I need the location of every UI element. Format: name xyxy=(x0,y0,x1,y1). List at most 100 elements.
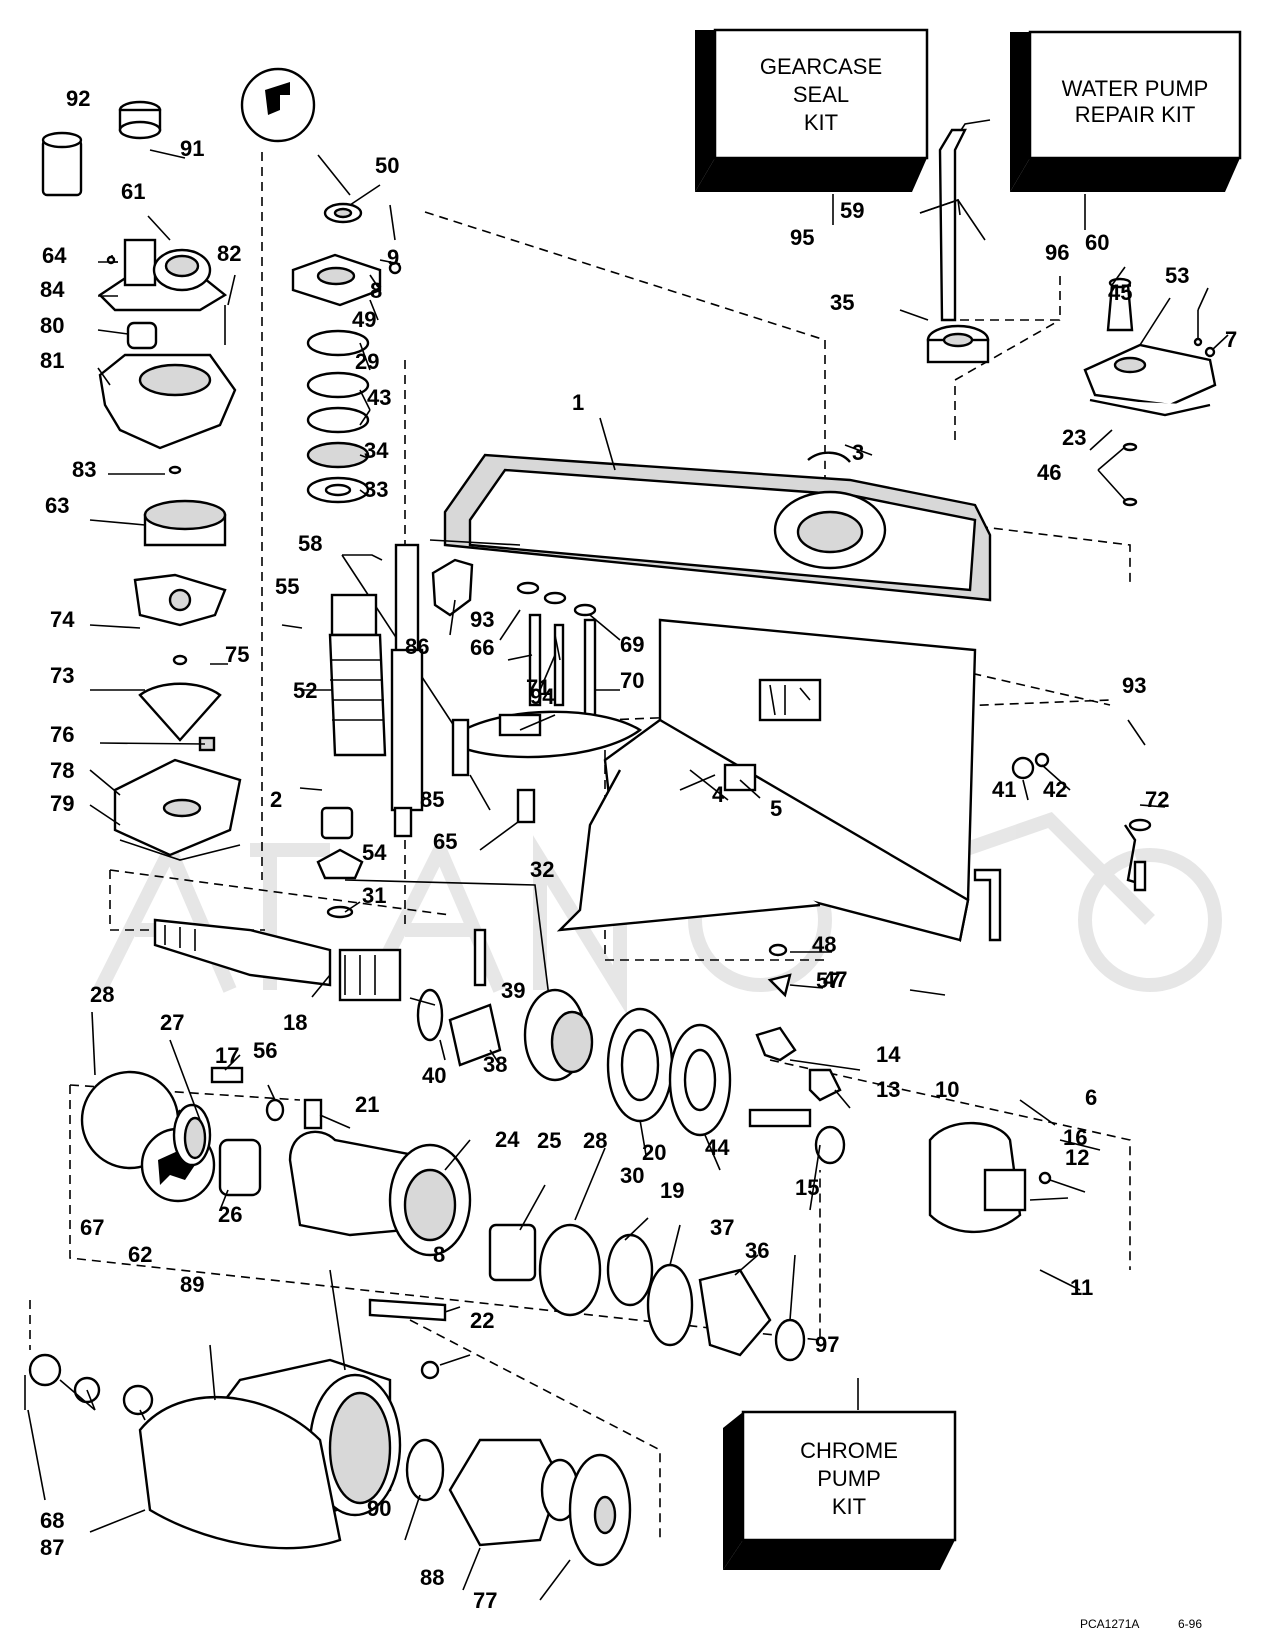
callout-70: 70 xyxy=(620,668,644,693)
callout-59: 59 xyxy=(840,198,864,223)
callout-61: 61 xyxy=(121,179,145,204)
water-pump-kit-label-2: REPAIR KIT xyxy=(1075,102,1196,127)
callout-93: 93 xyxy=(470,607,494,632)
lower-bearing-components xyxy=(24,1066,806,1416)
callout-39: 39 xyxy=(501,978,525,1003)
callout-41: 41 xyxy=(992,777,1016,802)
callout-35: 35 xyxy=(830,290,854,315)
callout-55: 55 xyxy=(275,574,299,599)
callout-28: 28 xyxy=(583,1128,607,1153)
callout-95: 95 xyxy=(790,225,814,250)
callout-17: 17 xyxy=(215,1043,239,1068)
callout-73: 73 xyxy=(50,663,74,688)
chrome-pump-kit-label-2: PUMP xyxy=(817,1466,881,1491)
callout-72: 72 xyxy=(1145,787,1169,812)
callout-18: 18 xyxy=(283,1010,307,1035)
callout-28: 28 xyxy=(90,982,114,1007)
callout-92: 92 xyxy=(66,86,90,111)
upper-right-components xyxy=(807,119,1217,507)
callout-7: 7 xyxy=(1225,327,1237,352)
gearcase-housing xyxy=(429,453,992,943)
callout-11: 11 xyxy=(1070,1275,1093,1300)
callout-31: 31 xyxy=(362,883,386,908)
callout-33: 33 xyxy=(364,477,388,502)
callout-58: 58 xyxy=(298,531,322,556)
callout-43: 43 xyxy=(367,385,391,410)
callout-56: 56 xyxy=(253,1038,277,1063)
callout-97: 97 xyxy=(815,1332,839,1357)
callout-14: 14 xyxy=(876,1042,901,1067)
callout-46: 46 xyxy=(1037,460,1061,485)
callout-44: 44 xyxy=(705,1135,730,1160)
callout-36: 36 xyxy=(745,1238,769,1263)
callout-74: 74 xyxy=(50,607,75,632)
callout-49: 49 xyxy=(352,307,376,332)
callout-94: 94 xyxy=(530,684,555,709)
chrome-pump-kit-box: CHROME PUMP KIT xyxy=(723,1378,957,1570)
callout-48: 48 xyxy=(812,932,836,957)
callout-68: 68 xyxy=(40,1508,64,1533)
callout-67: 67 xyxy=(80,1215,104,1240)
callout-93: 93 xyxy=(1122,673,1146,698)
callout-87: 87 xyxy=(40,1535,64,1560)
gearcase-seal-kit-box: GEARCASE SEAL KIT xyxy=(695,28,929,225)
callout-89: 89 xyxy=(180,1272,204,1297)
callout-66: 66 xyxy=(470,635,494,660)
gearcase-seal-kit-label-2: SEAL xyxy=(793,82,849,107)
callout-85: 85 xyxy=(420,787,444,812)
callout-90: 90 xyxy=(367,1496,391,1521)
callout-50: 50 xyxy=(375,153,399,178)
callout-62: 62 xyxy=(128,1242,152,1267)
callout-9: 9 xyxy=(387,245,399,270)
callout-numbers: 1234567889101112131415161718192021222324… xyxy=(40,86,1237,1613)
callout-86: 86 xyxy=(405,634,429,659)
callout-64: 64 xyxy=(42,243,67,268)
callout-81: 81 xyxy=(40,348,64,373)
callout-1: 1 xyxy=(572,390,584,415)
callout-10: 10 xyxy=(935,1077,959,1102)
callout-25: 25 xyxy=(537,1128,561,1153)
callout-26: 26 xyxy=(218,1202,242,1227)
callout-52: 52 xyxy=(293,678,317,703)
callout-34: 34 xyxy=(364,438,389,463)
callout-47: 47 xyxy=(823,967,847,992)
callout-22: 22 xyxy=(470,1308,494,1333)
callout-60: 60 xyxy=(1085,230,1109,255)
callout-75: 75 xyxy=(225,642,249,667)
callout-45: 45 xyxy=(1108,280,1132,305)
callout-82: 82 xyxy=(217,241,241,266)
callout-78: 78 xyxy=(50,758,74,783)
callout-76: 76 xyxy=(50,722,74,747)
callout-71: 71 xyxy=(526,675,550,700)
callout-4: 4 xyxy=(712,782,725,807)
callout-65: 65 xyxy=(433,829,457,854)
callout-83: 83 xyxy=(72,457,96,482)
callout-12: 12 xyxy=(1065,1145,1089,1170)
gearcase-seal-kit-label-3: KIT xyxy=(804,110,838,135)
callout-91: 91 xyxy=(180,136,204,161)
drawing-date: 6-96 xyxy=(1178,1617,1202,1631)
chrome-pump-kit-label-3: KIT xyxy=(832,1494,866,1519)
callout-88: 88 xyxy=(420,1565,444,1590)
callout-54: 54 xyxy=(362,840,387,865)
driveshaft-stack xyxy=(240,67,424,919)
callout-40: 40 xyxy=(422,1063,446,1088)
callout-6: 6 xyxy=(1085,1085,1097,1110)
callout-24: 24 xyxy=(495,1127,520,1152)
water-pump-kit-label-1: WATER PUMP xyxy=(1062,76,1209,101)
callout-19: 19 xyxy=(660,1178,684,1203)
callout-96: 96 xyxy=(1045,240,1069,265)
gearcase-seal-kit-label-1: GEARCASE xyxy=(760,54,882,79)
callout-63: 63 xyxy=(45,493,69,518)
callout-29: 29 xyxy=(355,349,379,374)
callout-79: 79 xyxy=(50,791,74,816)
callout-42: 42 xyxy=(1043,777,1067,802)
callout-57: 57 xyxy=(816,968,840,993)
callout-21: 21 xyxy=(355,1092,379,1117)
water-pump-repair-kit-box: WATER PUMP REPAIR KIT xyxy=(1010,30,1242,230)
callout-77: 77 xyxy=(473,1588,497,1613)
callout-38: 38 xyxy=(483,1052,507,1077)
callout-13: 13 xyxy=(876,1077,900,1102)
callout-80: 80 xyxy=(40,313,64,338)
